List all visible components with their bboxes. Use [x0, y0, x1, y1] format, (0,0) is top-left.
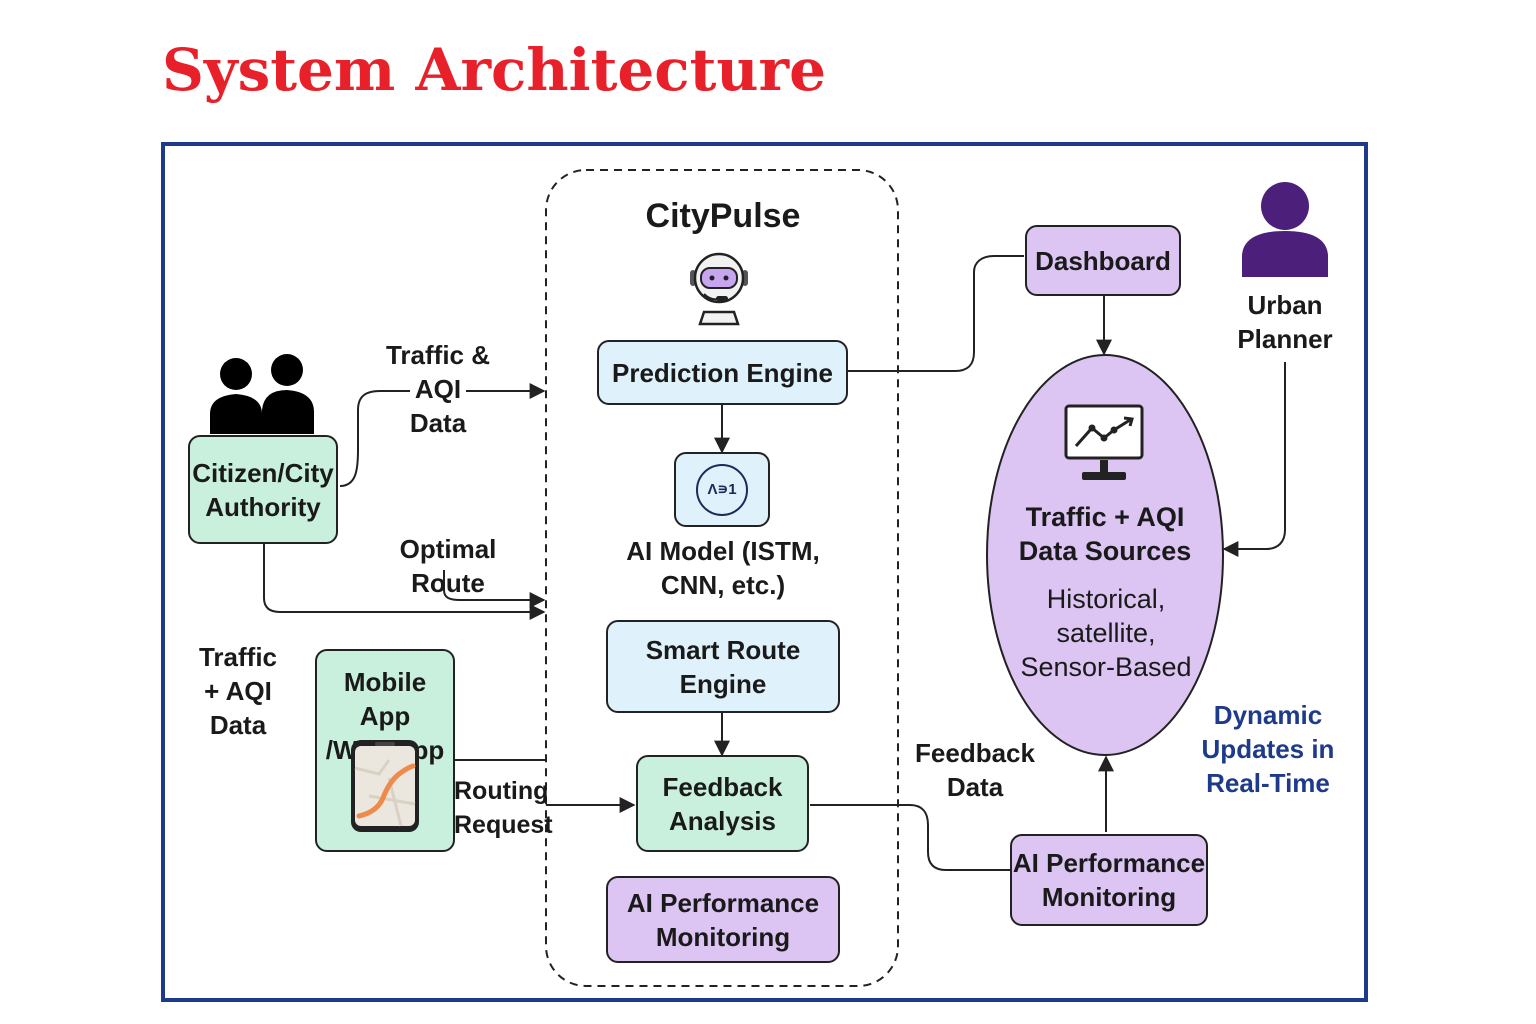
- traffic-aqi-data-label: Traffic & AQI Data: [385, 340, 491, 438]
- ai-model-icon: Λ∍1: [696, 463, 748, 516]
- optimal-route-label: Optimal Route: [399, 534, 497, 598]
- dynamic-updates-label: Dynamic Updates in Real-Time: [1201, 700, 1335, 798]
- data-sources-ellipse: [986, 354, 1224, 756]
- ai-model-icon-text: Λ∍1: [707, 480, 737, 498]
- ai-model-label: AI Model (ISTM, CNN, etc.): [626, 536, 820, 600]
- ai-performance-monitoring-outer-box[interactable]: AI Performance Monitoring: [1010, 834, 1208, 926]
- data-sources-detail: Historical, satellite, Sensor-Based: [1020, 584, 1192, 682]
- feedback-data-label: Feedback Data: [915, 738, 1035, 802]
- data-sources-title: Traffic + AQI Data Sources: [1018, 502, 1192, 566]
- ai-performance-monitoring-inner-box[interactable]: AI Performance Monitoring: [606, 876, 840, 963]
- urban-planner-icon: [1242, 182, 1328, 277]
- citypulse-label: CityPulse: [645, 197, 801, 235]
- routing-request-label: Routing Request: [454, 777, 553, 839]
- traffic-aqi-left-label: Traffic + AQI Data: [198, 642, 278, 740]
- smartphone-map-icon: [351, 740, 419, 832]
- traffic-data-arrow: [339, 390, 410, 487]
- urban-planner-label: Urban Planner: [1237, 290, 1333, 354]
- ai-model-icon-box[interactable]: Λ∍1: [674, 452, 770, 527]
- feedback-to-monitor-line: [810, 804, 1010, 871]
- citizen-authority-box[interactable]: Citizen/City Authority: [188, 435, 338, 544]
- dashboard-box[interactable]: Dashboard: [1025, 225, 1181, 296]
- page-title: System Architecture: [162, 36, 826, 104]
- users-icon: [210, 354, 314, 434]
- robot-icon: [690, 252, 748, 326]
- diagram-frame: [161, 142, 1368, 1002]
- planner-to-sources-arrow: [1222, 362, 1286, 557]
- optimal-route-arrow-a: [263, 544, 546, 620]
- monitor-chart-icon: [1064, 404, 1144, 480]
- feedback-analysis-box[interactable]: Feedback Analysis: [636, 755, 809, 852]
- optimal-route-arrow-b: [443, 570, 546, 608]
- prediction-to-dashboard-line: [848, 255, 1024, 372]
- citypulse-container: [545, 169, 899, 987]
- smart-route-engine-box[interactable]: Smart Route Engine: [606, 620, 840, 713]
- prediction-engine-box[interactable]: Prediction Engine: [597, 340, 848, 405]
